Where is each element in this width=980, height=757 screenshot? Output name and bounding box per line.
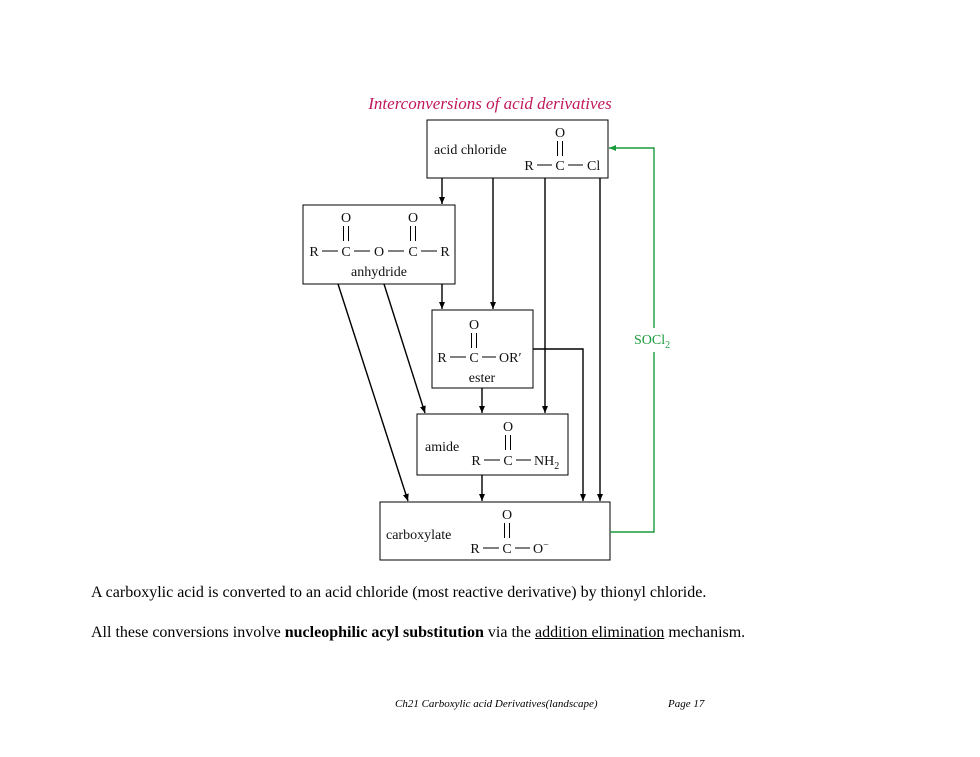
explanation-line-1: A carboxylic acid is converted to an aci… <box>91 584 707 601</box>
explanation-line-2: All these conversions involve nucleophil… <box>91 624 745 642</box>
diagram-title: Interconversions of acid derivatives <box>367 94 612 113</box>
line2-suffix: mechanism. <box>664 624 746 641</box>
amide-nh: NH <box>534 454 554 469</box>
anhydride-o2: O <box>408 211 418 226</box>
acid-chloride-label: acid chloride <box>434 143 507 158</box>
carboxylate-r: R <box>470 542 480 557</box>
arrow-anhydride-to-amide <box>383 283 426 414</box>
acid-chloride-r: R <box>524 159 534 174</box>
carboxylate-o-minus: O− <box>533 540 549 557</box>
carboxylate-charge: − <box>543 540 549 551</box>
acid-chloride-o: O <box>555 126 565 141</box>
arrow-anhydride-to-carboxylate <box>337 283 409 502</box>
reagent-main: SOCl <box>634 333 665 348</box>
ester-o: O <box>469 318 479 333</box>
ester-label: ester <box>469 371 496 386</box>
node-carboxylate: carboxylate O R C O− <box>379 501 611 561</box>
anhydride-c1: C <box>341 245 350 260</box>
node-ester: O R C OR′ ester <box>431 309 534 389</box>
node-amide: amide O R C NH2 <box>416 413 569 476</box>
acid-chloride-c: C <box>555 159 564 174</box>
reaction-arrows <box>337 178 603 502</box>
node-acid-chloride: acid chloride O R C Cl <box>426 119 609 179</box>
line2-bold-term: nucleophilic acyl substitution <box>284 624 484 641</box>
amide-c: C <box>503 454 512 469</box>
ester-r: R <box>437 351 447 366</box>
anhydride-label: anhydride <box>351 265 407 280</box>
anhydride-r1: R <box>309 245 319 260</box>
node-anhydride: O O R C O C R anhydride <box>302 204 456 285</box>
carboxylate-label: carboxylate <box>386 528 451 543</box>
anhydride-bridge-o: O <box>374 245 384 260</box>
footer-page-number: Page 17 <box>668 698 705 710</box>
amide-label: amide <box>425 440 459 455</box>
ester-c: C <box>469 351 478 366</box>
arrow-ester-to-carboxylate <box>533 348 586 501</box>
line2-prefix: All these conversions involve <box>91 624 285 641</box>
carboxylate-o-atom: O <box>533 542 543 557</box>
reagent-socl2: SOCl2 <box>634 333 670 351</box>
anhydride-r2: R <box>440 245 450 260</box>
amide-nh2: NH2 <box>534 454 559 472</box>
amide-nh-subscript: 2 <box>554 461 559 472</box>
line2-middle: via the <box>483 624 535 641</box>
amide-r: R <box>471 454 481 469</box>
acid-chloride-cl: Cl <box>587 159 600 174</box>
anhydride-c2: C <box>408 245 417 260</box>
ester-or: OR′ <box>499 351 522 366</box>
line2-underlined-term: addition elimination <box>535 624 665 641</box>
amide-o: O <box>503 420 513 435</box>
carboxylate-o: O <box>502 508 512 523</box>
anhydride-o1: O <box>341 211 351 226</box>
carboxylate-c: C <box>502 542 511 557</box>
reagent-subscript: 2 <box>665 340 670 351</box>
footer-chapter: Ch21 Carboxylic acid Derivatives(landsca… <box>395 698 598 710</box>
